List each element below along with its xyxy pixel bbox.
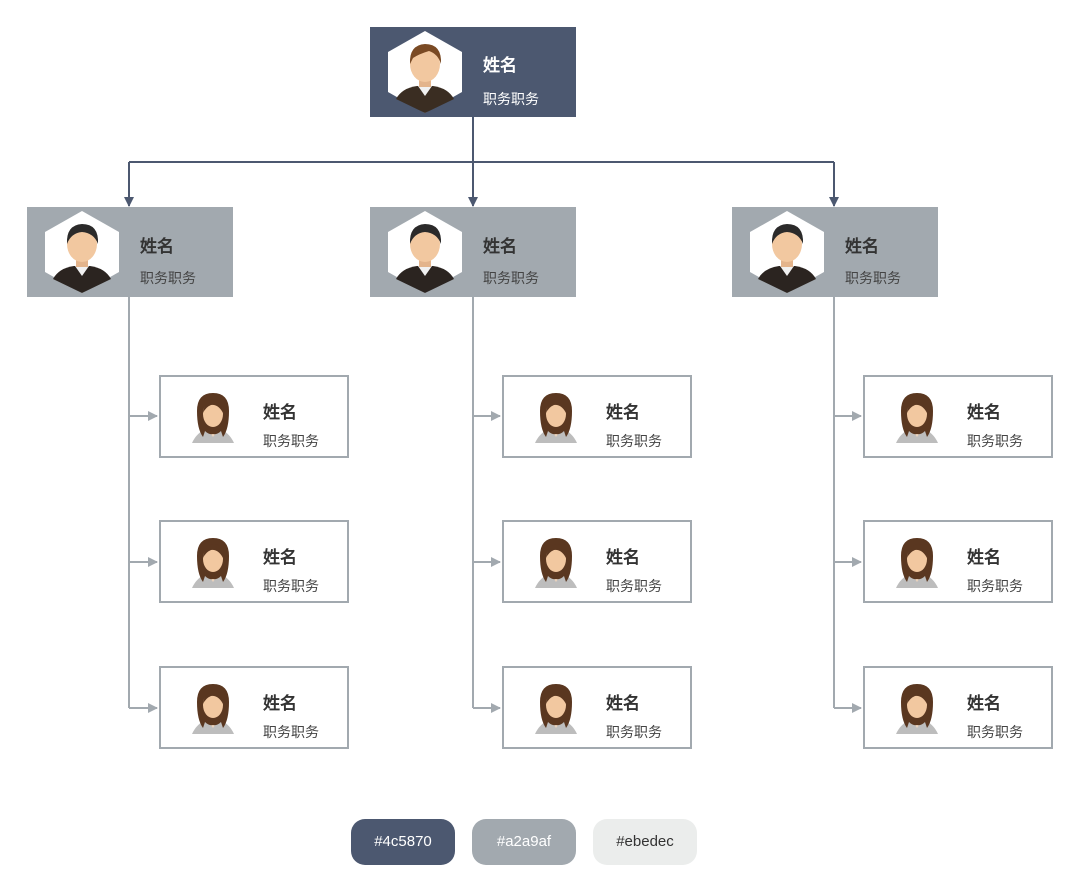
org-node-member: 姓名 职务职务 bbox=[502, 520, 692, 603]
node-role: 职务职务 bbox=[140, 271, 196, 287]
man-avatar-icon bbox=[748, 210, 826, 294]
node-name: 姓名 bbox=[845, 237, 879, 257]
node-name: 姓名 bbox=[967, 403, 1001, 423]
org-node-head-3: 姓名 职务职务 bbox=[732, 207, 938, 297]
org-node-top: 姓名 职务职务 bbox=[370, 27, 576, 117]
node-name: 姓名 bbox=[606, 548, 640, 568]
node-role: 职务职务 bbox=[263, 725, 319, 741]
woman-avatar-icon bbox=[189, 682, 237, 736]
man-avatar-icon bbox=[386, 210, 464, 294]
node-name: 姓名 bbox=[263, 403, 297, 423]
woman-avatar-icon bbox=[532, 391, 580, 445]
node-name: 姓名 bbox=[483, 56, 517, 76]
node-name: 姓名 bbox=[263, 694, 297, 714]
woman-avatar-icon bbox=[532, 536, 580, 590]
node-role: 职务职务 bbox=[845, 271, 901, 287]
woman-avatar-icon bbox=[893, 536, 941, 590]
woman-avatar-icon bbox=[532, 682, 580, 736]
node-role: 职务职务 bbox=[263, 434, 319, 450]
woman-avatar-icon bbox=[893, 682, 941, 736]
color-swatch-secondary: #a2a9af bbox=[472, 819, 576, 865]
node-role: 职务职务 bbox=[606, 434, 662, 450]
org-node-head-1: 姓名 职务职务 bbox=[27, 207, 233, 297]
node-role: 职务职务 bbox=[967, 579, 1023, 595]
color-swatch-tertiary: #ebedec bbox=[593, 819, 697, 865]
org-node-member: 姓名 职务职务 bbox=[863, 520, 1053, 603]
node-name: 姓名 bbox=[263, 548, 297, 568]
node-role: 职务职务 bbox=[606, 725, 662, 741]
node-name: 姓名 bbox=[140, 237, 174, 257]
woman-avatar-icon bbox=[893, 391, 941, 445]
man-avatar-icon bbox=[43, 210, 121, 294]
org-node-member: 姓名 职务职务 bbox=[863, 666, 1053, 749]
org-node-member: 姓名 职务职务 bbox=[502, 375, 692, 458]
woman-avatar-icon bbox=[189, 536, 237, 590]
top-connector bbox=[124, 117, 839, 207]
node-role: 职务职务 bbox=[606, 579, 662, 595]
node-role: 职务职务 bbox=[263, 579, 319, 595]
woman-avatar-icon bbox=[189, 391, 237, 445]
node-role: 职务职务 bbox=[483, 92, 539, 108]
org-node-member: 姓名 职务职务 bbox=[502, 666, 692, 749]
org-node-head-2: 姓名 职务职务 bbox=[370, 207, 576, 297]
node-role: 职务职务 bbox=[967, 434, 1023, 450]
org-node-member: 姓名 职务职务 bbox=[159, 520, 349, 603]
org-node-member: 姓名 职务职务 bbox=[159, 666, 349, 749]
node-role: 职务职务 bbox=[483, 271, 539, 287]
node-name: 姓名 bbox=[967, 548, 1001, 568]
color-swatch-primary: #4c5870 bbox=[351, 819, 455, 865]
node-name: 姓名 bbox=[606, 403, 640, 423]
node-name: 姓名 bbox=[606, 694, 640, 714]
org-node-member: 姓名 职务职务 bbox=[159, 375, 349, 458]
node-name: 姓名 bbox=[483, 237, 517, 257]
node-role: 职务职务 bbox=[967, 725, 1023, 741]
node-name: 姓名 bbox=[967, 694, 1001, 714]
org-node-member: 姓名 职务职务 bbox=[863, 375, 1053, 458]
man-avatar-icon bbox=[386, 30, 464, 114]
member-connectors bbox=[128, 297, 862, 713]
